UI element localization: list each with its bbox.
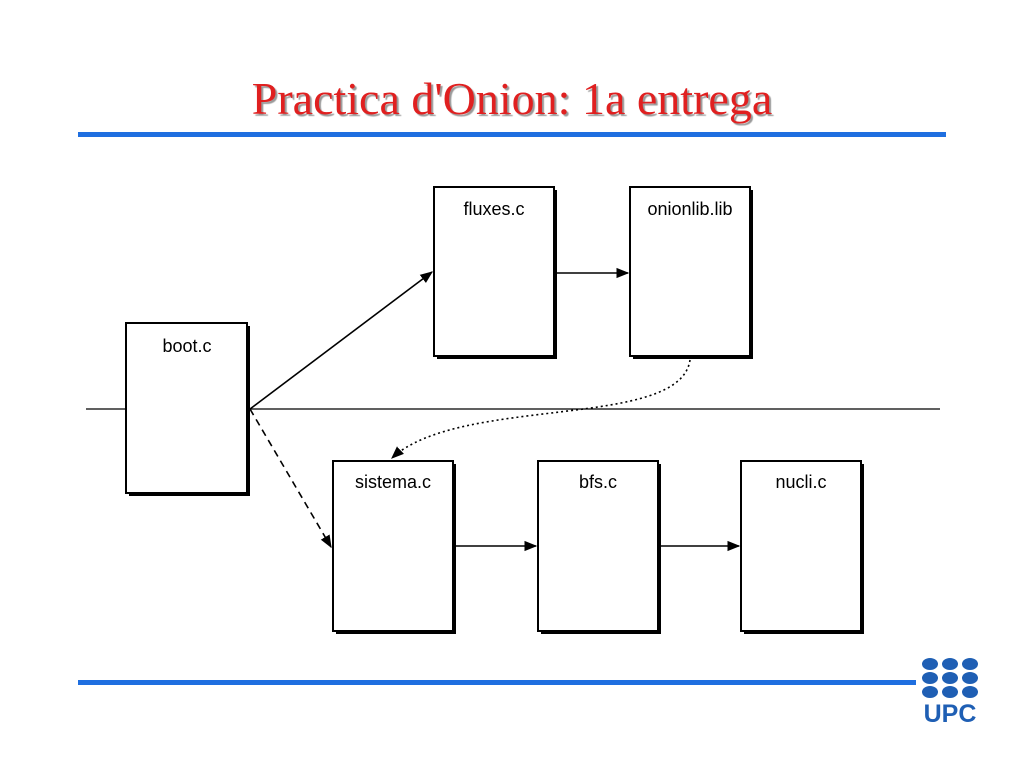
arrow-boot-to-fluxes bbox=[249, 271, 434, 410]
box-boot-label: boot.c bbox=[162, 336, 211, 356]
arrow-boot-to-sistema bbox=[249, 408, 332, 549]
upc-logo: UPC bbox=[922, 658, 978, 724]
bottom-divider bbox=[78, 680, 916, 685]
box-bfs-label: bfs.c bbox=[579, 472, 617, 492]
box-bfs: bfs.c bbox=[537, 460, 661, 634]
box-nucli-label: nucli.c bbox=[775, 472, 826, 492]
box-fluxes-label: fluxes.c bbox=[463, 199, 524, 219]
box-nucli: nucli.c bbox=[740, 460, 864, 634]
box-onionlib: onionlib.lib bbox=[629, 186, 753, 359]
slide-title: Practica d'Onion: 1a entrega bbox=[251, 73, 773, 124]
arrow-onionlib-to-sistema bbox=[391, 359, 691, 459]
top-divider bbox=[78, 132, 946, 137]
box-fluxes: fluxes.c bbox=[433, 186, 557, 359]
upc-logo-text: UPC bbox=[924, 700, 977, 724]
box-sistema-label: sistema.c bbox=[355, 472, 431, 492]
box-sistema: sistema.c bbox=[332, 460, 456, 634]
box-boot: boot.c bbox=[125, 322, 250, 496]
box-onionlib-label: onionlib.lib bbox=[647, 199, 732, 219]
upc-logo-dots bbox=[922, 658, 978, 698]
